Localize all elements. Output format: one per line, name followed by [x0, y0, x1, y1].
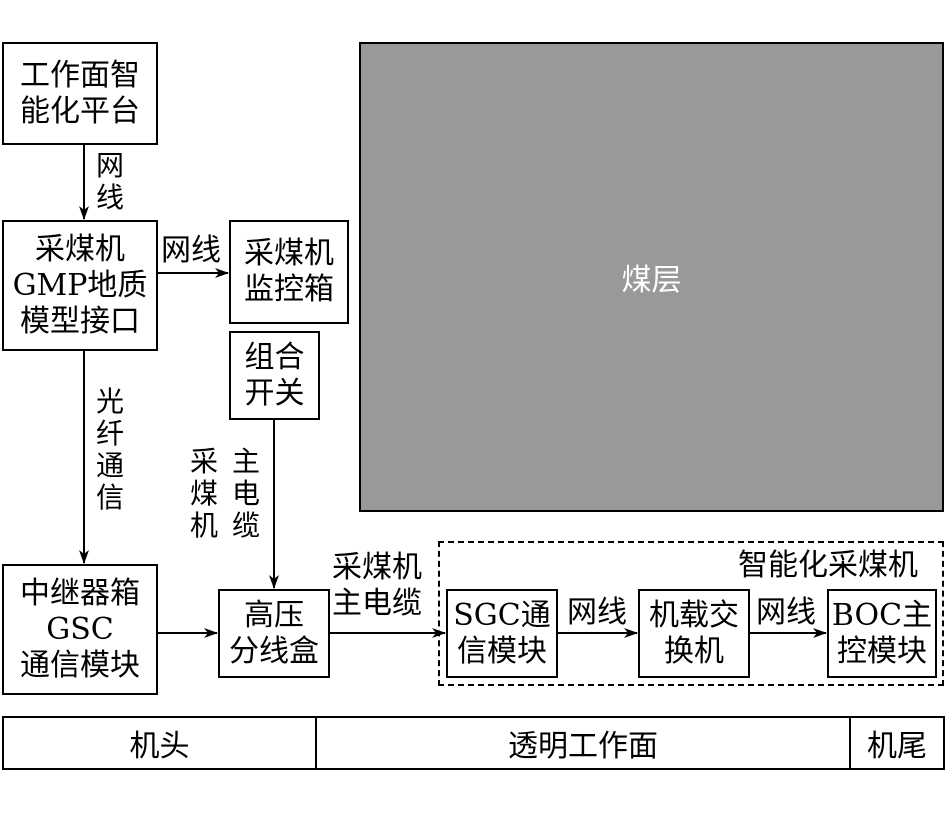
transparent-face-cell: 透明工作面 — [317, 718, 851, 768]
shearer-cable-left-label: 采 煤 机 — [189, 445, 218, 542]
platform-label: 工作面智 能化平台 — [20, 57, 140, 129]
network-vertical-label: 网 线 — [95, 149, 124, 214]
smart-shearer-label: 智能化采煤机 — [738, 548, 918, 583]
gmp-interface-label: 采煤机 GMP地质 模型接口 — [12, 231, 148, 339]
sgc-module-label: SGC通 信模块 — [453, 597, 551, 669]
relay-label: 中继器箱 GSC 通信模块 — [20, 575, 140, 683]
boc-module-label: BOC主 控模块 — [831, 597, 933, 669]
coal-seam-area: 煤层 — [359, 42, 944, 512]
head-cell: 机头 — [4, 718, 317, 768]
face-position-bar: 机头 透明工作面 机尾 — [2, 716, 945, 770]
gmp-interface-box: 采煤机 GMP地质 模型接口 — [2, 220, 158, 351]
relay-box: 中继器箱 GSC 通信模块 — [2, 564, 158, 695]
main-cable-right-label: 主 电 缆 — [231, 445, 260, 542]
network-label-2: 网线 — [567, 595, 627, 630]
coal-seam-label: 煤层 — [621, 263, 682, 298]
fiber-label: 光 纤 通 信 — [95, 385, 124, 514]
shearer-monitor-label: 采煤机 监控箱 — [244, 236, 334, 307]
boc-module-box: BOC主 控模块 — [827, 589, 937, 678]
sgc-module-box: SGC通 信模块 — [446, 589, 558, 678]
hv-junction-box: 高压 分线盒 — [218, 589, 330, 678]
onboard-switch-label: 机载交 换机 — [649, 597, 739, 669]
tail-cell: 机尾 — [867, 729, 927, 764]
smart-shearer-group — [438, 541, 944, 686]
hv-junction-label: 高压 分线盒 — [229, 597, 319, 669]
combo-switch-label: 组合 开关 — [244, 339, 305, 411]
onboard-switch-box: 机载交 换机 — [638, 589, 750, 678]
combo-switch-box: 组合 开关 — [229, 331, 320, 420]
network-label-3: 网线 — [756, 595, 816, 630]
shearer-monitor-box: 采煤机 监控箱 — [229, 220, 349, 324]
network-label-1: 网线 — [161, 233, 221, 268]
platform-box: 工作面智 能化平台 — [2, 42, 158, 145]
shearer-main-cable-label: 采煤机 主电缆 — [332, 550, 422, 621]
